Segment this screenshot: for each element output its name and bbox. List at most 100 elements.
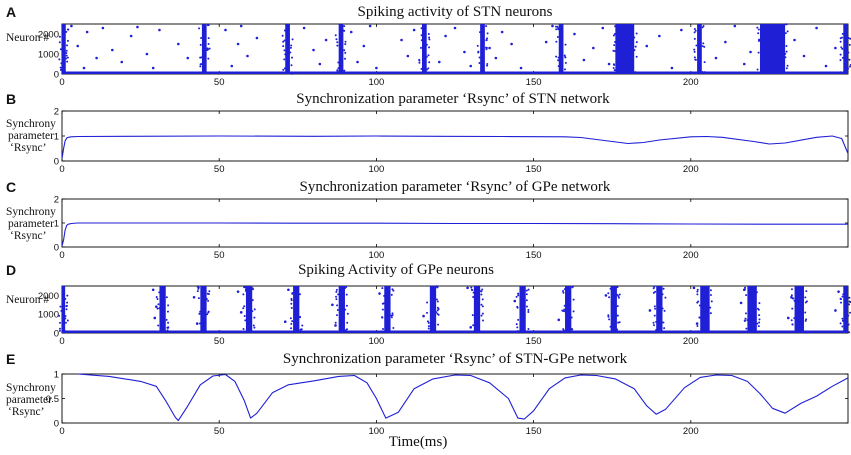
spike-dot-a [785,44,788,47]
spike-dot-d [390,293,393,296]
spike-dot-a [847,67,850,70]
spike-dot-d [653,324,656,327]
spike-dot-d [654,290,657,293]
spike-dot-d [426,301,429,304]
spike-dot-a [65,54,68,57]
spike-dot-a [362,44,366,48]
spike-dot-d [839,322,842,325]
series-line-e [77,373,849,422]
spike-dot-a [356,60,359,64]
spike-dot-a [544,40,548,44]
spike-dot-a [290,44,293,47]
spike-dot-d [758,318,761,321]
spike-dot-d [346,312,349,315]
panel-d: D Spiking Activity of GPe neurons Neuron… [6,262,851,347]
spike-dot-d [153,316,157,320]
spike-dot-d [617,296,620,299]
y-tick-label-a: 2000 [38,30,59,41]
spike-dot-d [381,316,384,319]
spike-dot-a [334,34,337,37]
panel-title-a: Spiking activity of STN neurons [358,4,553,20]
spike-dot-a [283,29,286,32]
spike-dot-a [802,54,806,58]
spike-dot-d [283,320,287,324]
spike-dot-a [613,44,616,47]
spike-dot-d [790,288,793,291]
spike-dot-a [486,64,489,67]
spike-dot-a [693,31,696,34]
spike-dot-a [284,53,287,56]
spike-dot-a [186,56,190,60]
spike-dot-d [482,319,485,322]
spike-burst-d [245,286,253,333]
spike-dot-a [199,65,202,68]
spike-dot-a [714,56,718,60]
spike-dot-a [158,28,161,32]
spike-dot-a [785,67,788,70]
spike-dot-d [466,286,469,290]
spike-dot-d [570,316,573,319]
spike-dot-a [614,25,617,28]
spike-dot-a [343,49,346,52]
spike-dot-a [82,66,86,70]
y-tick-label-c: 2 [54,195,59,206]
spike-dot-a [815,26,818,30]
spike-dot-a [136,25,139,29]
spike-dot-a [658,34,661,38]
spike-burst-d [293,286,300,333]
spike-dot-d [382,302,385,305]
spike-dot-a [129,34,133,38]
spike-dot-d [562,310,565,313]
spike-dot-a [612,66,615,69]
spike-dot-d [563,308,566,311]
spike-burst-d [656,286,663,333]
spike-dot-a [695,44,698,47]
spike-dot-d [290,307,293,310]
spike-dot-d [616,286,619,289]
spike-dot-a [848,65,851,68]
spike-dot-d [739,301,743,305]
spike-dot-d [198,312,201,315]
spike-dot-a [703,45,706,48]
spike-dot-d [805,318,808,321]
y-tick-label-e: 0 [54,419,59,430]
spike-dot-d [392,326,395,329]
ylabel-d: Neuron # [6,294,49,306]
spike-dot-d [205,298,208,301]
spike-dot-a [425,43,428,46]
spike-dot-a [337,67,340,70]
spike-dot-a [406,54,410,58]
spike-dot-d [661,307,664,310]
spike-dot-a [785,23,788,26]
y-tick-label-b: 1 [54,132,59,143]
spike-dot-a [400,38,403,42]
spike-dot-d [804,296,807,299]
spike-dot-a [607,62,611,66]
spike-dot-d [479,290,482,293]
ylabel-c-line1: Synchrony [6,206,56,218]
spike-dot-d [165,296,168,299]
x-tick-label-a: 100 [368,77,384,88]
spike-dot-a [557,65,560,68]
spike-dot-d [696,290,699,293]
spike-dot-a [841,56,844,59]
spike-dot-a [839,53,842,56]
spike-burst-a [558,24,564,74]
spike-dot-a [573,32,576,36]
spike-dot-d [698,304,701,307]
spike-dot-a [200,37,203,40]
spike-dot-a [420,67,423,70]
spike-burst-a [759,24,786,74]
spike-dot-a [486,32,489,35]
spike-dot-d [841,295,844,298]
spike-dot-a [427,67,430,70]
spike-dot-a [557,59,560,62]
x-tick-label-d: 150 [526,336,542,347]
spike-dot-a [283,39,286,42]
spike-dot-d [243,286,246,289]
spike-dot-a [58,35,61,38]
spike-dot-d [607,292,610,295]
spike-dot-d [616,305,619,308]
